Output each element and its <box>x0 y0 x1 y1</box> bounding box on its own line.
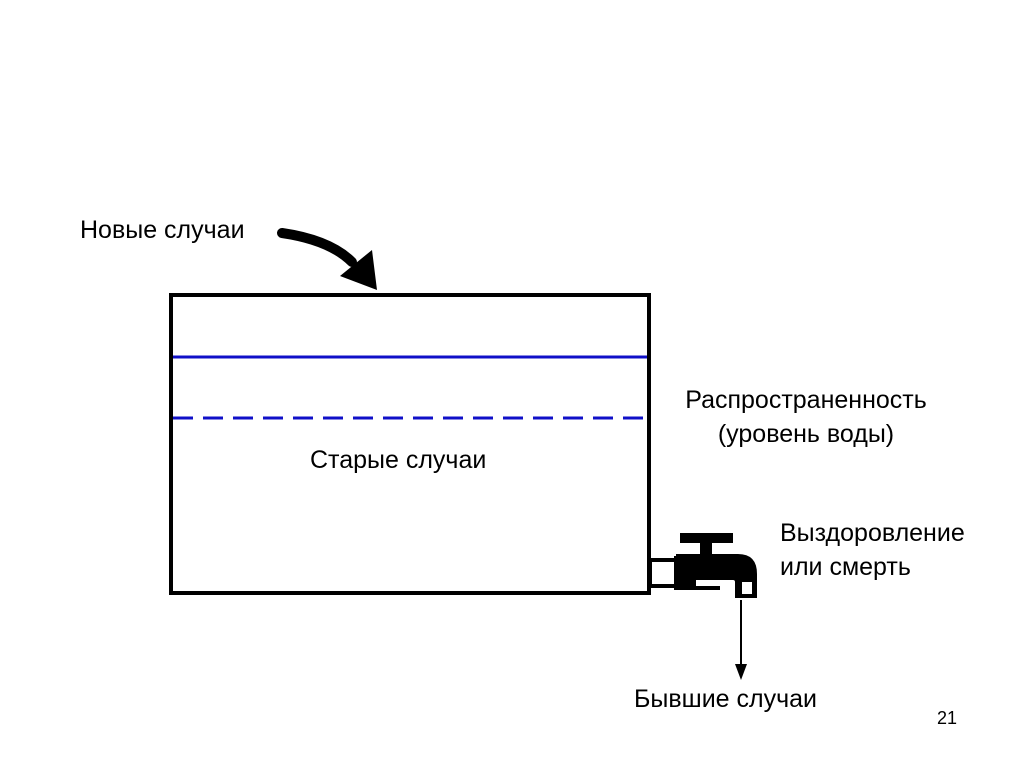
prevalence-label: Распространенность (уровень воды) <box>668 383 944 451</box>
tank-outline <box>169 293 651 595</box>
recovery-label-line2: или смерть <box>780 553 911 581</box>
inflow-arrow-icon <box>277 228 377 290</box>
faucet-icon <box>648 533 757 598</box>
recovery-label-line1: Выздоровление <box>780 519 965 547</box>
outflow-arrow-icon <box>735 600 747 680</box>
page-number: 21 <box>937 708 958 728</box>
prevalence-label-line1: Распространенность <box>685 386 927 414</box>
recovery-label: Выздоровление или смерть <box>780 516 965 584</box>
prevalence-label-line2: (уровень воды) <box>717 420 895 448</box>
former-cases-label: Бывшие случаи <box>634 685 818 713</box>
new-cases-label: Новые случаи <box>80 216 245 244</box>
old-cases-label: Старые случаи <box>310 446 487 474</box>
